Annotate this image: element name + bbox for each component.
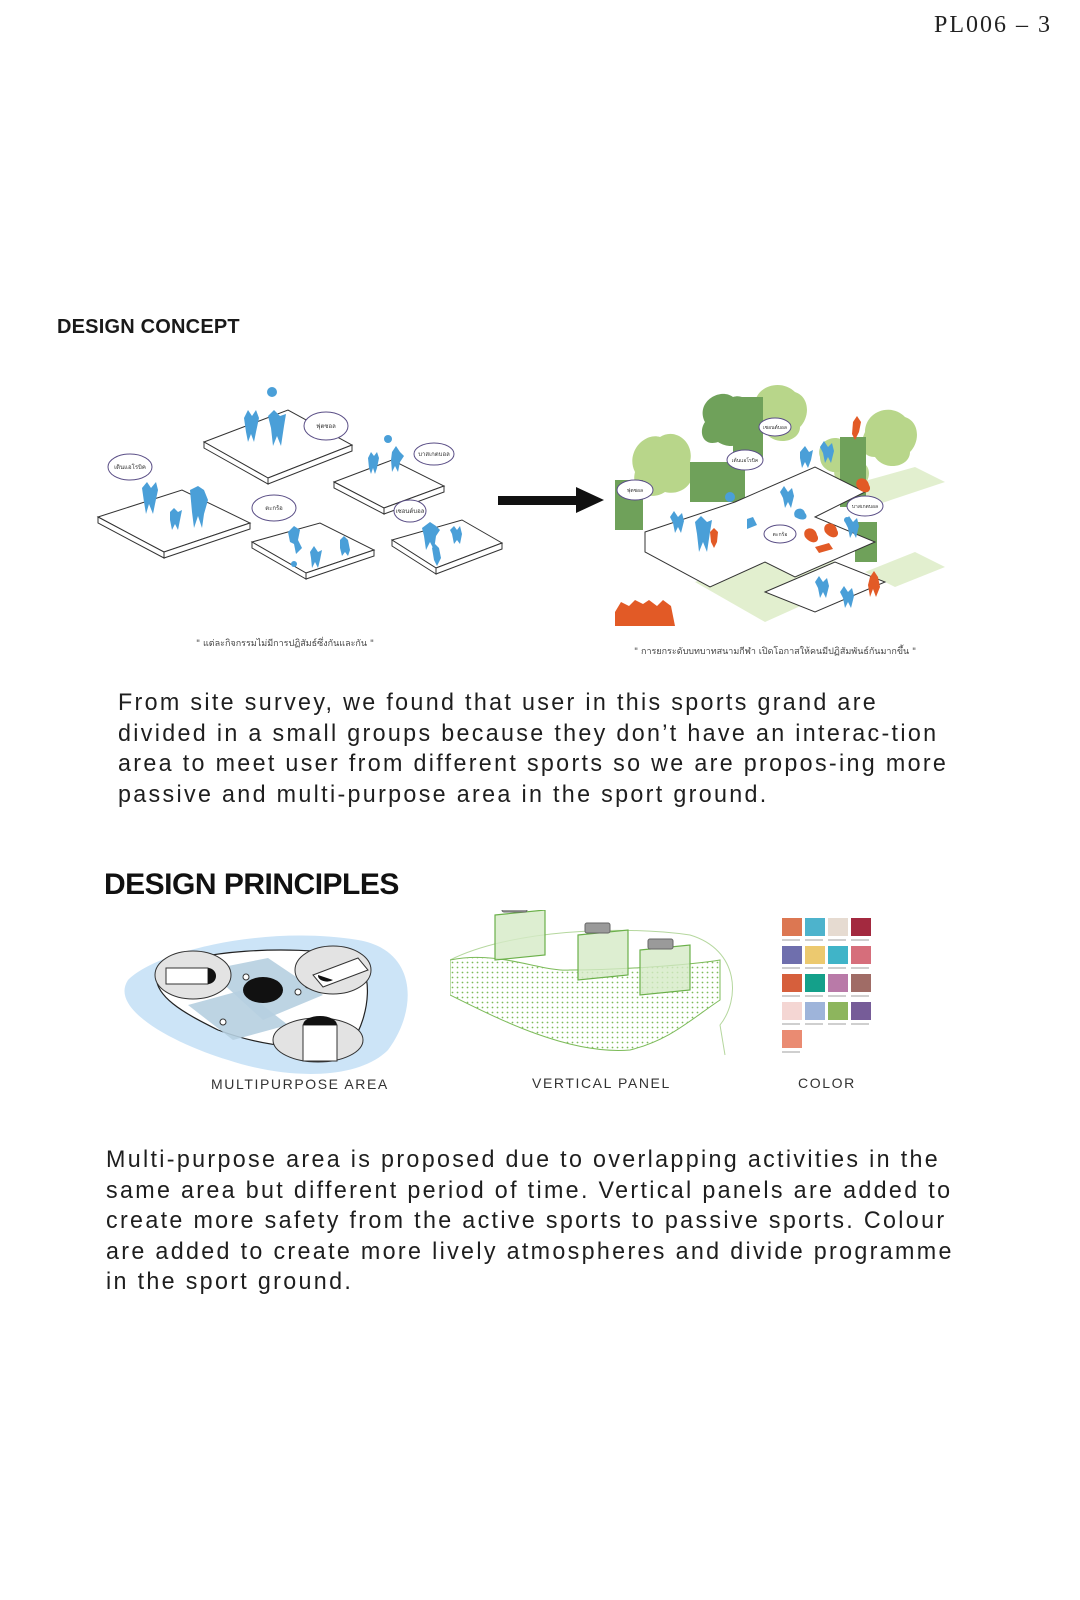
color-swatch xyxy=(851,946,871,969)
vertical-panel-diagram xyxy=(450,910,733,1056)
isolated-platforms-illustration: ฟุตซอล เดินแอโรบิค ตะกร้อ บาสเกตบอล เซอน… xyxy=(96,387,504,580)
color-swatch xyxy=(851,1002,871,1025)
multipurpose-area-diagram xyxy=(124,935,408,1074)
speech-bubble xyxy=(303,411,349,441)
color-swatch xyxy=(828,974,848,997)
connected-park-illustration: ฟุตซอล เต้นแอโรบิค เซอนต์บอล ตะกร้อ บาสเ… xyxy=(615,384,945,626)
design-principles-heading: DESIGN PRINCIPLES xyxy=(104,868,399,901)
bubble-text-2: ตะกร้อ xyxy=(265,505,283,512)
concept-left-caption: " แต่ละกิจกรรมไม่มีการปฏิสัมธ์ซึ่งกันและ… xyxy=(196,639,375,649)
platform xyxy=(332,459,446,515)
principle-label-multipurpose: MULTIPURPOSE AREA xyxy=(211,1076,389,1092)
principles-paragraph: Multi-purpose area is proposed due to ov… xyxy=(106,1146,954,1295)
concept-right-caption: " การยกระดับบทบาทสนามกีฬา เปิดโอกาสให้คน… xyxy=(634,647,917,657)
bubble-text-4: เซอนต์บอล xyxy=(396,507,425,515)
speech-bubble xyxy=(107,453,153,481)
path-platform xyxy=(644,466,877,588)
concept-paragraph: From site survey, we found that user in … xyxy=(118,689,949,808)
bubble-text-1: เดินแอโรบิค xyxy=(114,463,146,471)
color-swatch xyxy=(782,946,802,969)
color-swatch xyxy=(782,974,802,997)
color-swatch xyxy=(851,974,871,997)
principle-label-color: COLOR xyxy=(798,1075,856,1091)
color-swatch xyxy=(828,918,848,941)
court-inset xyxy=(294,945,372,995)
speech-bubble xyxy=(251,494,297,522)
page-number: PL006 – 3 xyxy=(933,12,1052,38)
color-swatch xyxy=(805,946,825,969)
color-palette xyxy=(782,918,871,1053)
speech-bubble xyxy=(763,524,797,544)
svg-text:ฟุตซอล: ฟุตซอล xyxy=(627,488,643,494)
court-inset xyxy=(272,1016,364,1063)
svg-text:เซอนต์บอล: เซอนต์บอล xyxy=(763,424,787,431)
color-swatch xyxy=(782,1030,802,1053)
svg-text:เต้นแอโรบิค: เต้นแอโรบิค xyxy=(732,457,759,464)
speech-bubble xyxy=(413,442,455,466)
svg-text:บาสเกตบอล: บาสเกตบอล xyxy=(852,504,878,510)
color-swatch xyxy=(805,1002,825,1025)
bubble-text-3: บาสเกตบอล xyxy=(418,451,450,458)
panel xyxy=(494,910,691,996)
svg-text:ตะกร้อ: ตะกร้อ xyxy=(773,531,788,538)
principle-label-vertical-panel: VERTICAL PANEL xyxy=(532,1075,671,1091)
design-concept-heading: DESIGN CONCEPT xyxy=(57,316,240,338)
bubble-text-0: ฟุตซอล xyxy=(316,423,336,430)
speech-bubble xyxy=(758,417,792,437)
figure-group-blue xyxy=(142,387,462,568)
speech-bubble xyxy=(393,499,427,523)
color-swatch xyxy=(782,1002,802,1025)
court-inset xyxy=(154,950,232,1000)
transition-arrow-icon xyxy=(498,487,604,513)
speech-bubble xyxy=(846,495,884,517)
color-swatch xyxy=(805,974,825,997)
speech-bubble xyxy=(616,479,654,501)
color-swatch xyxy=(828,946,848,969)
speech-bubble xyxy=(726,449,764,471)
color-swatch xyxy=(851,918,871,941)
platform xyxy=(390,519,504,575)
color-swatch xyxy=(828,1002,848,1025)
color-swatch xyxy=(782,918,802,941)
color-swatch xyxy=(805,918,825,941)
